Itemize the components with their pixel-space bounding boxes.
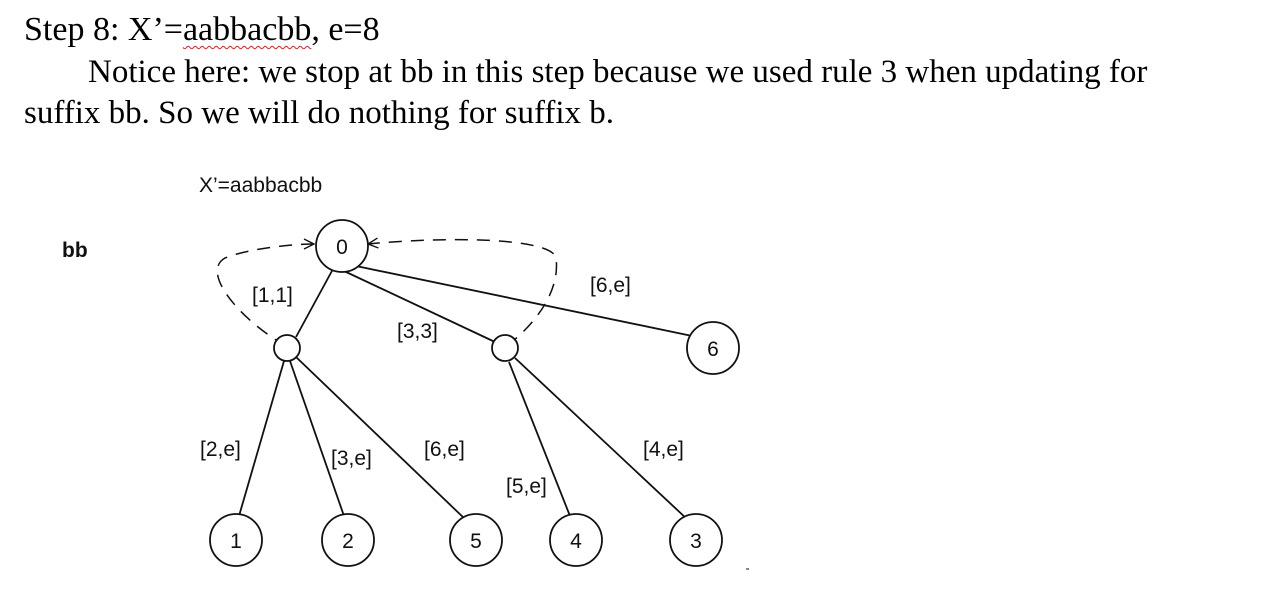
side-label: bb bbox=[62, 239, 88, 262]
paragraph-line-2: suffix bb. So we will do nothing for suf… bbox=[24, 95, 615, 131]
node-leaf-5-label: 5 bbox=[470, 530, 482, 553]
edge-label-root-leaf6: [6,e] bbox=[590, 274, 631, 297]
edge-left-leaf1 bbox=[238, 360, 285, 517]
edge-label-right-leaf4: [5,e] bbox=[506, 475, 547, 498]
edge-root-right bbox=[343, 270, 496, 343]
edge-right-leaf4 bbox=[508, 361, 571, 517]
heading-prefix: Step 8: X’= bbox=[24, 11, 183, 48]
node-leaf-3: 3 bbox=[669, 513, 723, 567]
paragraph-line-1: Notice here: we stop at bb in this step … bbox=[88, 54, 1148, 90]
edge-label-root-left: [1,1] bbox=[252, 284, 293, 307]
node-leaf-4: 4 bbox=[549, 513, 603, 567]
node-internal-right bbox=[491, 334, 519, 362]
edge-label-root-right: [3,3] bbox=[397, 320, 438, 343]
node-leaf-3-label: 3 bbox=[690, 530, 702, 553]
node-leaf-1: 1 bbox=[209, 513, 263, 567]
step-heading: Step 8: X’=aabbacbb, e=8 bbox=[24, 10, 380, 50]
edge-label-left-leaf2: [3,e] bbox=[331, 447, 372, 470]
node-leaf-1-label: 1 bbox=[230, 530, 242, 553]
node-internal-left bbox=[273, 334, 301, 362]
edge-root-leaf6 bbox=[355, 265, 698, 338]
edge-left-leaf2 bbox=[289, 360, 345, 517]
edge-label-left-leaf5: [6,e] bbox=[424, 438, 465, 461]
diagram-title: X’=aabbacbb bbox=[199, 174, 322, 197]
heading-string: aabbacbb bbox=[182, 11, 312, 48]
suffix-link-right bbox=[368, 240, 558, 347]
edge-right-leaf3 bbox=[514, 357, 689, 521]
edge-label-left-leaf1: [2,e] bbox=[200, 438, 241, 461]
suffix-link-left bbox=[216, 244, 314, 347]
node-leaf-6: 6 bbox=[686, 321, 740, 375]
node-root-label: 0 bbox=[336, 236, 348, 259]
edge-left-leaf5 bbox=[295, 356, 467, 521]
node-leaf-2: 2 bbox=[321, 513, 375, 567]
edge-root-left bbox=[295, 268, 334, 338]
node-leaf-6-label: 6 bbox=[707, 338, 719, 361]
node-leaf-2-label: 2 bbox=[342, 530, 354, 553]
node-leaf-4-label: 4 bbox=[570, 530, 582, 553]
node-leaf-5: 5 bbox=[449, 513, 503, 567]
node-root: 0 bbox=[315, 219, 369, 273]
edge-label-right-leaf3: [4,e] bbox=[643, 438, 684, 461]
heading-suffix: , e=8 bbox=[311, 11, 380, 48]
